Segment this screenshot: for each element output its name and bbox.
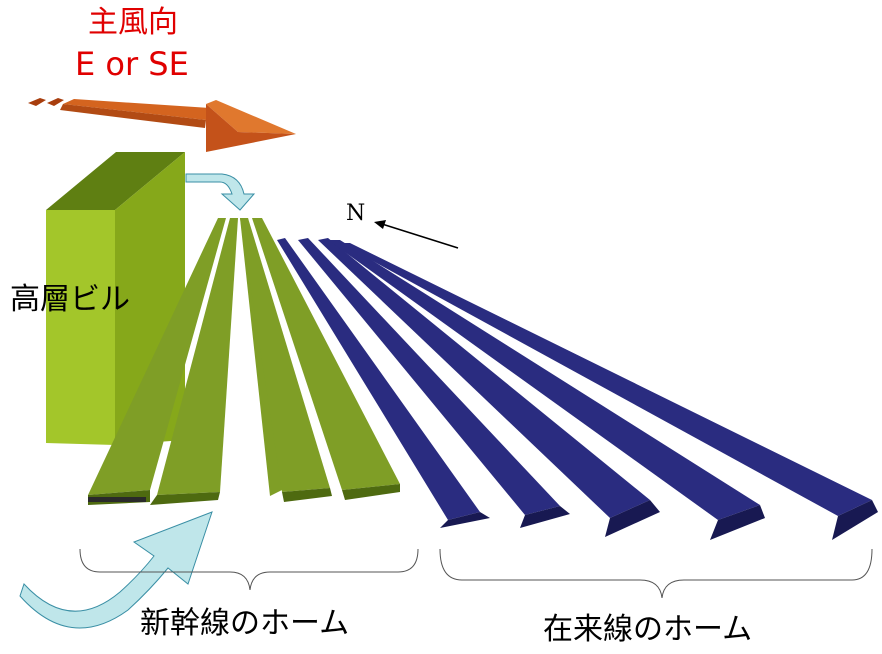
shinkansen-brace bbox=[79, 548, 419, 591]
north-label: N bbox=[346, 201, 366, 226]
platform-base-hatch bbox=[88, 497, 146, 502]
shinkansen-platform-label: 新幹線のホーム bbox=[140, 606, 350, 641]
swirl-airflow-arrow-icon bbox=[19, 511, 213, 629]
wind-title: 主風向 bbox=[88, 5, 178, 40]
conventional-brace bbox=[439, 548, 873, 599]
airflow-arrow-icon bbox=[185, 173, 256, 211]
wind-direction-label: E or SE bbox=[75, 45, 189, 83]
wind-direction-arrow-icon bbox=[28, 98, 296, 152]
building-label: 高層ビル bbox=[10, 282, 130, 317]
conventional-platform-label: 在来線のホーム bbox=[543, 612, 753, 647]
shinkansen-platforms bbox=[88, 218, 400, 505]
conventional-platforms bbox=[277, 238, 878, 540]
north-arrow-icon bbox=[374, 220, 459, 249]
